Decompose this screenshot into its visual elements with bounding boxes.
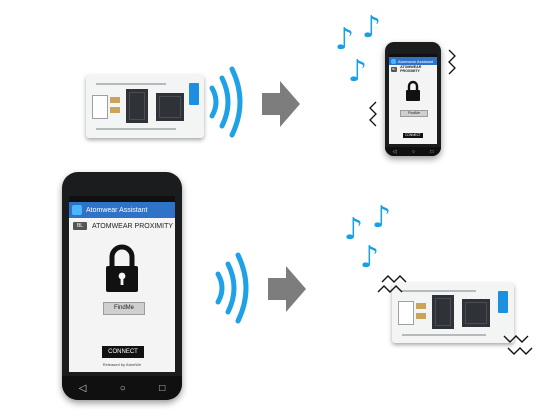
music-note-icon: ♪ (372, 200, 392, 235)
top-wearable-board (86, 75, 204, 138)
board-battery-indicator (189, 83, 199, 105)
app-title-bar: Atomwear Assistant (389, 57, 437, 65)
board-battery-indicator (498, 291, 508, 313)
music-note-icon: ♪ (348, 54, 368, 89)
lock-icon (406, 80, 420, 101)
board-pad (416, 303, 426, 309)
connect-button[interactable]: CONNECT (403, 133, 423, 138)
app-icon (72, 205, 82, 215)
findme-status-button[interactable]: FindMe (103, 302, 145, 315)
board-pad (110, 107, 120, 113)
board-trace (402, 334, 486, 336)
tab-bl[interactable]: BL (391, 66, 398, 72)
board-main-chip (462, 299, 490, 327)
recents-icon[interactable]: □ (159, 382, 166, 394)
music-note-icon: ♪ (362, 10, 382, 45)
board-connector (398, 301, 414, 325)
recents-icon[interactable]: □ (430, 148, 434, 155)
board-pad (416, 313, 426, 319)
tab-row: BL ATOMWEAR PROXIMITY (69, 221, 175, 231)
music-note-icon: ♪ (360, 240, 380, 275)
board-main-chip (156, 93, 184, 121)
music-note-icon: ♪ (344, 212, 364, 247)
status-bar (69, 196, 175, 202)
vibration-icon (503, 335, 533, 355)
app-header: ATOMWEAR PROXIMITY (92, 222, 174, 230)
back-icon[interactable]: ◁ (78, 382, 87, 394)
lock-icon (106, 244, 138, 292)
findme-status-button[interactable]: FindMe (400, 110, 428, 117)
signal-waves-icon (209, 66, 243, 138)
tab-bl[interactable]: BL (73, 222, 87, 230)
nav-bar: ◁ ○ □ (385, 147, 441, 156)
small-phone-screen: Atomwear Assistant BL ATOMWEAR PROXIMITY… (389, 54, 437, 144)
back-icon[interactable]: ◁ (392, 148, 397, 155)
right-arrow-icon (268, 266, 306, 312)
small-phone: Atomwear Assistant BL ATOMWEAR PROXIMITY… (385, 42, 441, 156)
bottom-wearable-board (392, 283, 514, 343)
tab-row: BL ATOMWEAR PROXIMITY (389, 65, 437, 73)
app-icon (391, 58, 396, 64)
footer-text: Released by AtomWe (102, 362, 142, 367)
board-trace (402, 290, 476, 292)
home-icon[interactable]: ○ (411, 148, 415, 155)
large-phone: Atomwear Assistant BL ATOMWEAR PROXIMITY… (62, 172, 182, 400)
music-note-icon: ♪ (335, 22, 355, 57)
board-connector (92, 95, 108, 119)
connect-button[interactable]: CONNECT (102, 346, 144, 358)
home-icon[interactable]: ○ (119, 382, 126, 394)
app-title-bar: Atomwear Assistant (69, 202, 175, 218)
right-arrow-icon (262, 81, 300, 127)
app-header: ATOMWEAR PROXIMITY (400, 65, 422, 73)
board-trace (96, 83, 166, 85)
status-bar (389, 54, 437, 57)
board-chip (432, 295, 454, 329)
signal-waves-icon (215, 252, 249, 324)
app-title: Atomwear Assistant (398, 58, 434, 64)
nav-bar: ◁ ○ □ (62, 376, 182, 400)
vibration-icon (377, 275, 407, 293)
board-trace (96, 128, 176, 130)
large-phone-screen: Atomwear Assistant BL ATOMWEAR PROXIMITY… (69, 196, 175, 372)
vibration-icon (369, 101, 377, 127)
board-pad (110, 97, 120, 103)
app-title: Atomwear Assistant (86, 206, 148, 214)
vibration-icon (448, 49, 456, 75)
board-chip (126, 89, 148, 123)
